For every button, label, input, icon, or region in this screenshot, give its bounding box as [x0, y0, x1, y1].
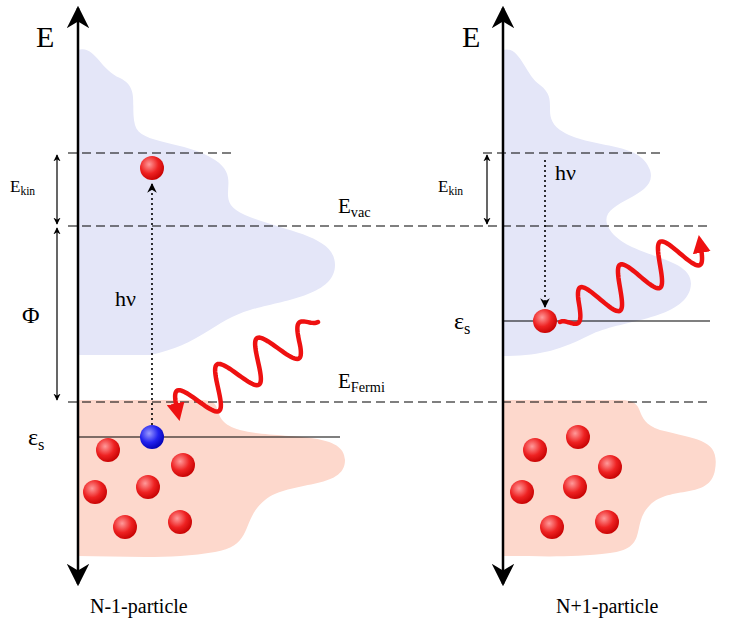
- electron: [113, 515, 137, 539]
- energy-axis: [78, 8, 503, 584]
- electron: [83, 480, 107, 504]
- panel-label: N-1-particle: [90, 596, 188, 616]
- electron: [598, 455, 622, 479]
- electron: [136, 475, 160, 499]
- photon-energy-label: hν: [555, 162, 576, 184]
- energy-level: [68, 153, 712, 402]
- panel-label: N+1-particle: [556, 596, 658, 616]
- unoccupied-band: [78, 49, 335, 355]
- state-energy-label: εs: [28, 425, 44, 449]
- electron: [566, 425, 590, 449]
- state-energy-label: εs: [454, 309, 470, 333]
- transition-arrow: [152, 160, 545, 425]
- photon: [175, 241, 702, 414]
- electron: [523, 438, 547, 462]
- kinetic-energy-label: Ekin: [10, 178, 35, 195]
- work-function-label: Φ: [22, 303, 40, 327]
- electron: [168, 510, 192, 534]
- photon: [175, 321, 318, 414]
- dimension-arrow: [57, 155, 487, 400]
- electron: [563, 475, 587, 499]
- axis-label: E: [462, 22, 480, 52]
- axis-label: E: [36, 22, 54, 52]
- photon: [560, 241, 702, 323]
- photon-energy-label: hν: [115, 288, 136, 310]
- occupied-band: [78, 400, 345, 557]
- state-level: [78, 321, 710, 437]
- electron: [96, 438, 120, 462]
- level-label: EFermi: [338, 371, 385, 392]
- occupied-band: [503, 400, 716, 556]
- kinetic-energy-label: Ekin: [438, 178, 463, 195]
- electron: [510, 480, 534, 504]
- unoccupied-band: [503, 49, 691, 356]
- electron: [171, 453, 195, 477]
- electron: [83, 425, 622, 539]
- electron: [140, 156, 557, 449]
- electron: [540, 515, 564, 539]
- level-label: Evac: [338, 196, 371, 217]
- electron: [595, 510, 619, 534]
